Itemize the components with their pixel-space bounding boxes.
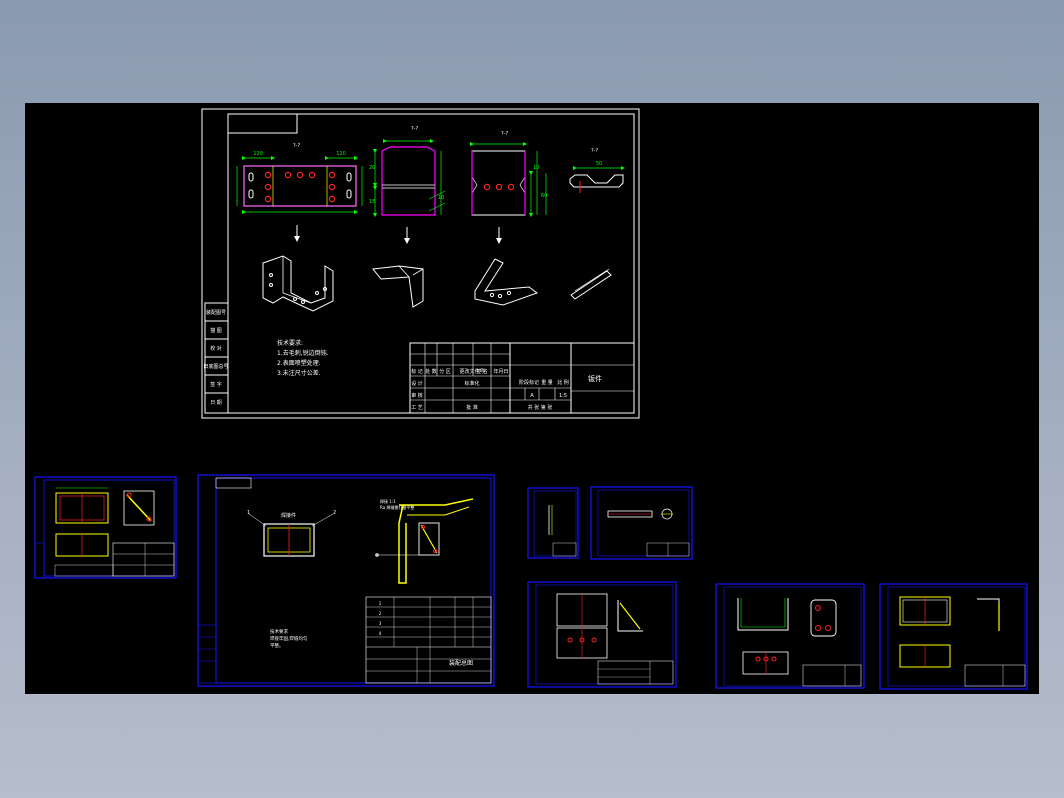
assembly-drawing-sheet[interactable]: 1 2 焊接件 焊接 1:1 Ra 焊缝需打磨平整 技术要求 焊接牢固,焊缝均匀…	[197, 474, 495, 687]
main-sheet-code-box	[227, 113, 298, 134]
side-table-cell: 旧底图总号	[203, 363, 228, 370]
title-block-weight: 重 量	[541, 379, 553, 386]
assembly-title-block[interactable]: 1 2 3 4 装配总图	[365, 596, 492, 684]
bracket-note: 焊接 1:1	[380, 498, 396, 504]
dimension-text: 50	[596, 161, 602, 167]
title-block-sheet: 共 张 第 张	[528, 404, 553, 411]
assembly-note: 平整。	[270, 642, 284, 649]
thumbnail-sheet-5[interactable]	[715, 583, 865, 689]
notes-line: 3.未注尺寸公差.	[277, 369, 321, 377]
technical-requirements: 技术要求: 1.去毛刺,锐边倒钝. 2.表面喷塑处理. 3.未注尺寸公差.	[277, 339, 329, 377]
projection-arrows	[294, 225, 502, 244]
main-side-table: 装配图号 描 图 校 对 旧底图总号 签 字 日 期	[203, 302, 229, 414]
bom-cell: 2	[379, 611, 382, 616]
callout-number: 1	[247, 510, 250, 516]
dimension-text: 20	[369, 165, 375, 171]
isometric-part-3[interactable]	[474, 258, 539, 306]
side-view-b[interactable]: ?-? 20 15 10	[369, 126, 446, 218]
title-block-cell: 标准化	[464, 380, 479, 387]
thumbnail-sheet-4[interactable]	[527, 581, 677, 688]
thumbnail-sheet-2[interactable]	[527, 487, 579, 559]
isometric-part-2[interactable]	[372, 265, 424, 308]
notes-line: 1.去毛刺,锐边倒钝.	[277, 349, 329, 357]
view-label: ?-?	[293, 143, 300, 149]
side-view-outline	[381, 146, 436, 216]
dimension-text: 10	[533, 165, 539, 171]
callout-number: 2	[333, 510, 336, 516]
dimension-text: 10	[438, 195, 444, 201]
title-block-cell: 签 名	[476, 368, 488, 375]
dimension-text: 120	[336, 151, 346, 157]
thumbnail-sheet-3[interactable]	[590, 486, 693, 560]
title-block-cell: 处 数	[425, 368, 437, 375]
assembly-note: 技术要求	[270, 628, 288, 635]
bracket-note: Ra 焊缝需打磨平整	[380, 504, 414, 510]
main-sheet-outer-border	[201, 108, 640, 419]
notes-line: 2.表面喷塑处理.	[277, 359, 321, 367]
title-block-cell: 年月日	[493, 368, 508, 375]
title-block-grade: A	[530, 393, 534, 399]
isometric-part-1[interactable]	[262, 255, 334, 312]
dimension-text: 120	[253, 151, 263, 157]
title-block-stage: 阶段标记	[519, 379, 539, 386]
title-block-cell: 工 艺	[411, 405, 423, 411]
side-table-cell: 签 字	[210, 381, 222, 388]
title-block-cell: 审 核	[411, 392, 423, 399]
title-block-cell: 批 准	[466, 404, 478, 411]
side-view-c[interactable]: ?-? 60 10	[469, 131, 547, 218]
cad-model-space[interactable]: 装配图号 描 图 校 对 旧底图总号 签 字 日 期 ?-?	[25, 103, 1039, 694]
notes-title: 技术要求:	[277, 339, 303, 347]
flat-pattern-view-a[interactable]: ?-? 120	[236, 143, 363, 215]
hole	[264, 171, 272, 179]
bracket-detail[interactable]: 焊接 1:1 Ra 焊缝需打磨平整	[375, 498, 474, 584]
isometric-part-4[interactable]	[570, 268, 612, 300]
assembly-title: 装配总图	[449, 659, 473, 667]
cad-drawing-canvas[interactable]: 装配图号 描 图 校 对 旧底图总号 签 字 日 期 ?-?	[25, 103, 1039, 694]
view-label: ?-?	[411, 126, 418, 132]
bom-cell: 3	[379, 621, 382, 626]
thumbnail-sheet-1[interactable]	[34, 476, 177, 579]
main-drawing-sheet[interactable]: 装配图号 描 图 校 对 旧底图总号 签 字 日 期 ?-?	[201, 108, 640, 419]
callout-text: 焊接件	[281, 512, 296, 519]
thumbnail-sheet-6[interactable]	[879, 583, 1028, 690]
title-block-cell: 分 区	[439, 368, 451, 375]
view-label: ?-?	[591, 148, 598, 154]
view-label: ?-?	[501, 131, 508, 137]
side-table-cell: 日 期	[210, 400, 222, 406]
side-table-cell: 校 对	[210, 345, 222, 352]
title-block-scale-value: 1:5	[559, 393, 567, 399]
part-name: 钣件	[588, 374, 602, 383]
dimension-text: 60	[541, 193, 547, 199]
title-block-cell: 设 计	[411, 380, 423, 387]
main-title-block[interactable]: 标 记 处 数 分 区 更改文件号 签 名 年月日 设 计 标准化 审 核 工 …	[409, 342, 635, 414]
side-table-cell: 装配图号	[206, 309, 226, 316]
side-view-c-outline	[471, 150, 526, 216]
bom-cell: 4	[379, 631, 382, 636]
assembly-note: 焊接牢固,焊缝均匀	[270, 635, 308, 642]
title-block-cell: 标 记	[411, 368, 423, 375]
title-block-cell: 更改文件号	[459, 368, 484, 375]
dimension-text: 15	[369, 199, 375, 205]
side-table-cell: 描 图	[210, 327, 222, 334]
side-view-d-outline	[569, 174, 624, 188]
title-block-scale: 比 例	[557, 379, 569, 386]
side-view-d[interactable]: ?-? 50	[569, 148, 626, 193]
bom-cell: 1	[379, 601, 382, 606]
